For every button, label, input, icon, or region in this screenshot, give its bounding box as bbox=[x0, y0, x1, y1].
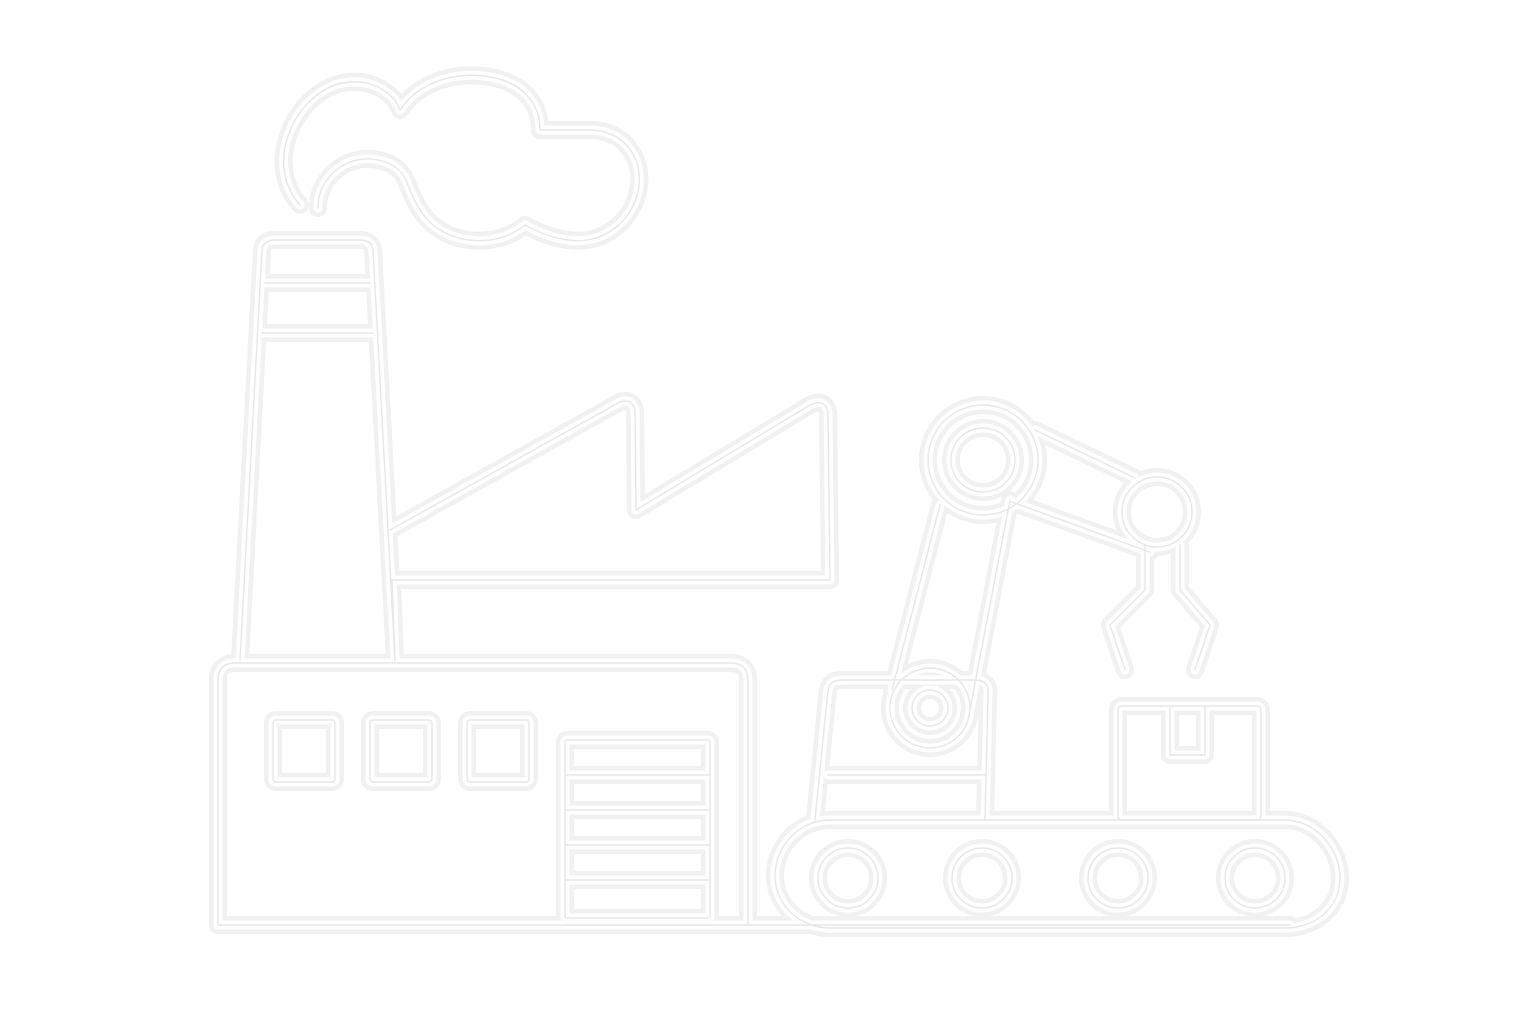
outline-edge bbox=[217, 74, 1341, 929]
